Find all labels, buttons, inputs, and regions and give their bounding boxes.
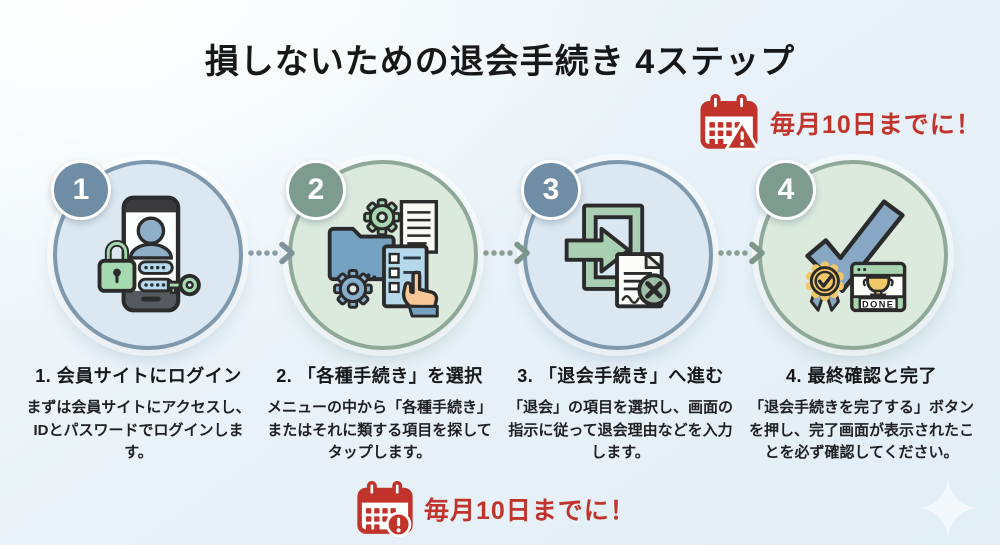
arrow-step1-step2-icon — [248, 241, 295, 265]
step-2-number-badge: 2 — [286, 160, 346, 220]
step-3-heading: 3. 「退会手続き」へ進む — [517, 366, 724, 386]
step-4-description: 「退会手続きを完了する」ボタンを押し、完了画面が表示されたことを必ず確認してくだ… — [748, 399, 974, 461]
menu-procedures-icon — [327, 198, 439, 318]
step-labels-row: 1. 会員サイトにログイン まずは会員サイトにアクセスし、IDとパスワードでログ… — [18, 362, 982, 465]
step-2-description: メニューの中から「各種手続き」またはそれに類する項目を探してタップします。 — [266, 399, 492, 461]
step-1-circle: 1 — [51, 160, 243, 350]
step-1-text: 1. 会員サイトにログイン まずは会員サイトにアクセスし、IDとパスワードでログ… — [18, 362, 259, 465]
done-badge-text: DONE — [862, 299, 894, 309]
deadline-banner-top: 毎月10日までに！ — [698, 94, 982, 152]
step-3-circle: 3 — [521, 160, 713, 350]
step-2-circle: 2 — [286, 160, 478, 350]
deadline-text: 毎月10日までに！ — [770, 111, 982, 139]
step-4-circle: 4 — [756, 160, 948, 350]
arrow-step2-step3-icon — [483, 241, 530, 265]
step-2-text: 2. 「各種手続き」を選択 メニューの中から「各種手続き」またはそれに類する項目… — [259, 362, 500, 465]
step-3-text: 3. 「退会手続き」へ進む 「退会」の項目を選択し、画面の指示に従って退会理由な… — [500, 362, 741, 465]
calendar-alert-icon — [357, 480, 413, 538]
exit-cancel-document-icon — [564, 203, 671, 309]
step-2-heading: 2. 「各種手続き」を選択 — [276, 366, 483, 386]
step-4-text: 4. 最終確認と完了 「退会手続きを完了する」ボタンを押し、完了画面が表示された… — [741, 362, 982, 465]
step-3-number-badge: 3 — [521, 160, 581, 220]
rosette-medal-icon — [805, 261, 844, 312]
step-4-number-badge: 4 — [756, 160, 816, 220]
step-1-number-badge: 1 — [51, 160, 111, 220]
smartphone-login-icon — [97, 195, 201, 313]
done-window-icon: DONE — [850, 261, 907, 313]
step-4-heading: 4. 最終確認と完了 — [785, 366, 937, 386]
arrow-step3-step4-icon — [718, 241, 765, 265]
final-check-done-icon: DONE — [805, 199, 907, 313]
deadline-banner-bottom: 毎月10日までに！ — [356, 480, 636, 538]
page-title: 損しないための退会手続き 4ステップ — [204, 43, 796, 81]
step-1-description: まずは会員サイトにアクセスし、IDとパスワードでログインします。 — [26, 399, 251, 461]
calendar-warning-icon — [700, 94, 760, 151]
step-3-description: 「退会」の項目を選択し、画面の指示に従って退会理由などを入力します。 — [507, 399, 733, 461]
step-1-heading: 1. 会員サイトにログイン — [35, 366, 242, 386]
sparkle-icon — [918, 478, 978, 538]
deadline-text: 毎月10日までに！ — [424, 497, 636, 525]
